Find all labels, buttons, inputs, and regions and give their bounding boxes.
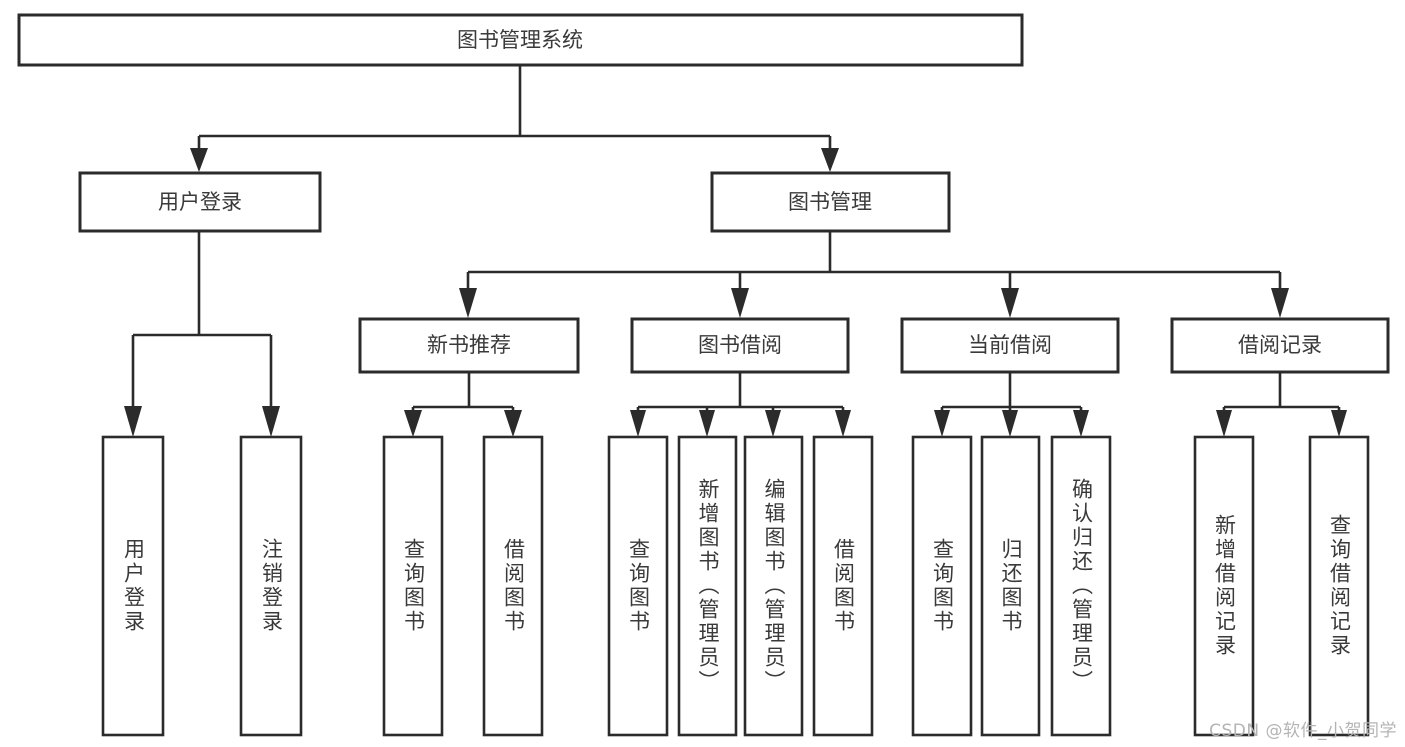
node-book-borrow[interactable]: 图书借阅 <box>630 317 850 374</box>
leaf-box-query-borrow-record[interactable] <box>1308 435 1370 737</box>
connector-book-management-to-level3 <box>459 231 1289 318</box>
user-login-box <box>78 171 322 233</box>
node-user-login[interactable]: 用户登录 <box>78 171 322 233</box>
arrow-head-icon <box>1073 410 1089 437</box>
csdn-watermark: CSDN @软件_小贺同学 <box>1209 721 1397 741</box>
connector-root-to-level2 <box>190 65 839 172</box>
leaf-box-add-borrow-record[interactable] <box>1193 435 1255 737</box>
leaf-box-user-login[interactable] <box>101 435 165 737</box>
leaf-box-query-book-recommend[interactable] <box>382 435 444 737</box>
arrow-head-icon <box>835 410 851 437</box>
arrow-head-icon <box>731 288 749 318</box>
connector-new-book-recommend-to-leaves <box>404 372 522 437</box>
arrow-head-icon <box>1331 410 1347 437</box>
node-borrow-record[interactable]: 借阅记录 <box>1170 317 1390 374</box>
node-current-borrow[interactable]: 当前借阅 <box>900 317 1120 374</box>
arrow-head-icon <box>934 410 950 437</box>
arrow-head-icon <box>459 288 477 318</box>
new-book-recommend-label: 新书推荐 <box>427 333 511 357</box>
user-login-label: 用户登录 <box>158 190 242 214</box>
arrow-head-icon <box>1001 288 1019 318</box>
arrow-head-icon <box>262 406 280 437</box>
leaf-box-borrow-book-recommend[interactable] <box>482 435 544 737</box>
arrow-head-icon <box>699 410 715 437</box>
arrow-head-icon <box>765 410 781 437</box>
connector-current-borrow-to-leaves <box>934 372 1089 437</box>
book-borrow-label: 图书借阅 <box>698 333 782 357</box>
leaf-box-confirm-return-admin[interactable] <box>1050 435 1112 737</box>
arrow-head-icon <box>821 148 839 172</box>
node-new-book-recommend[interactable]: 新书推荐 <box>358 317 580 374</box>
leaf-box-add-book-admin[interactable] <box>677 435 738 737</box>
node-root[interactable]: 图书管理系统 <box>17 13 1024 67</box>
connector-user-login-to-leaves <box>124 231 280 437</box>
arrow-head-icon <box>504 410 522 437</box>
arrow-head-icon <box>1271 288 1289 318</box>
current-borrow-label: 当前借阅 <box>968 333 1052 357</box>
connector-borrow-record-to-leaves <box>1216 372 1347 437</box>
current-borrow-box <box>900 317 1120 374</box>
arrow-head-icon <box>630 410 646 437</box>
arrow-head-icon <box>1216 410 1232 437</box>
leaf-box-query-book-current[interactable] <box>911 435 973 737</box>
leaf-box-borrow-book[interactable] <box>812 435 874 737</box>
node-book-management[interactable]: 图书管理 <box>710 171 951 233</box>
leaf-box-edit-book-admin[interactable] <box>743 435 804 737</box>
arrow-head-icon <box>404 410 422 437</box>
connector-book-borrow-to-leaves <box>630 372 851 437</box>
leaf-box-return-book[interactable] <box>980 435 1041 737</box>
new-book-recommend-box <box>358 317 580 374</box>
leaf-box-query-book-borrow[interactable] <box>607 435 669 737</box>
book-management-label: 图书管理 <box>788 190 872 214</box>
root-label: 图书管理系统 <box>457 28 583 52</box>
leaf-box-logout-login[interactable] <box>239 435 303 737</box>
arrow-head-icon <box>190 148 208 172</box>
borrow-record-label: 借阅记录 <box>1238 333 1322 357</box>
arrow-head-icon <box>1002 410 1018 437</box>
root-box <box>17 13 1024 67</box>
arrow-head-icon <box>124 406 142 437</box>
